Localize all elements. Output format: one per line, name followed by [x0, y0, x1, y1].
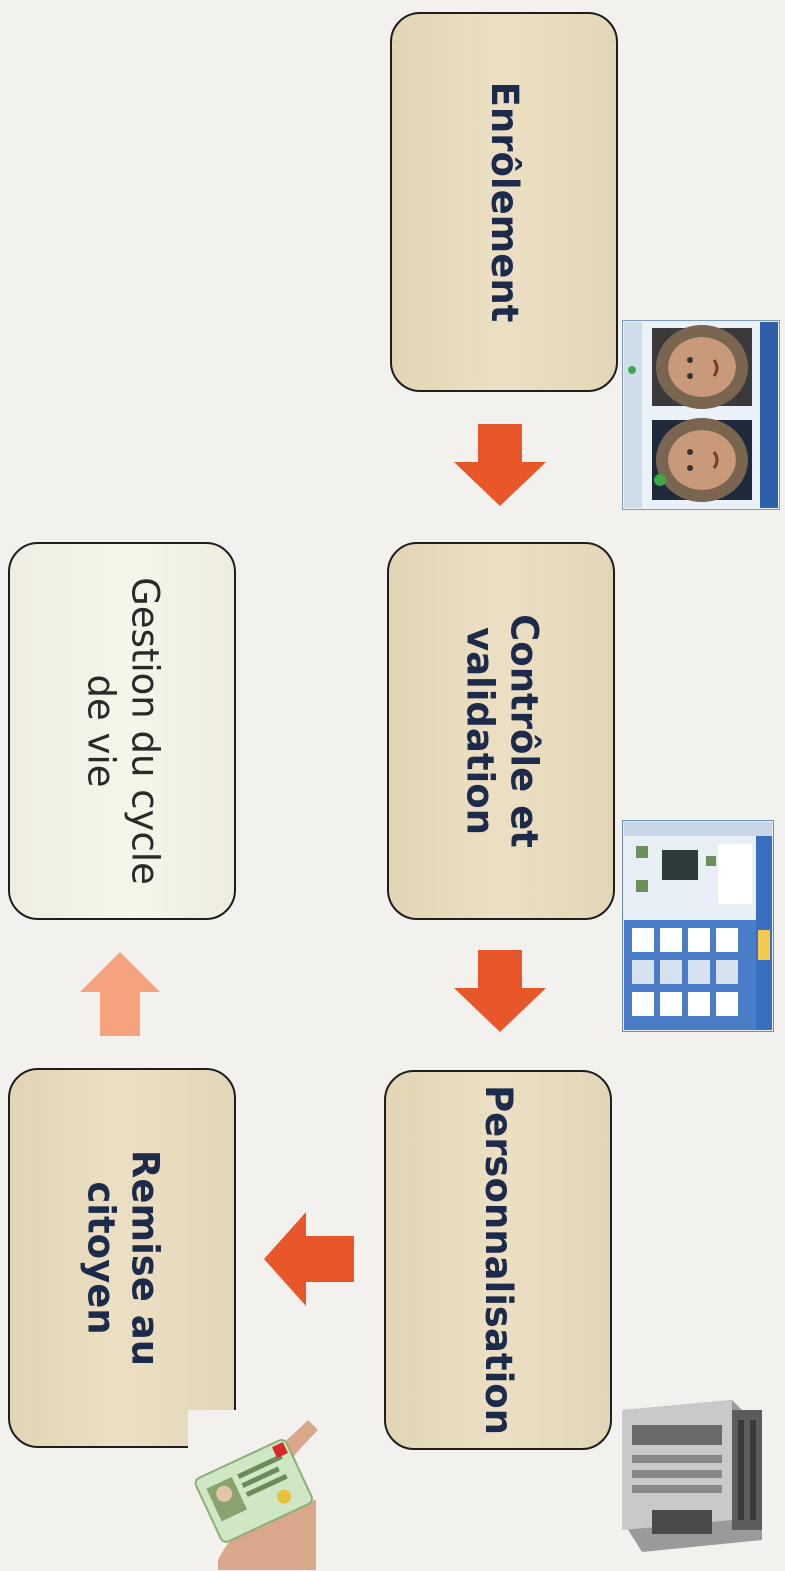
step-controle-label: Contrôle et validation [458, 614, 546, 848]
step-gestion-box: Gestion du cycle de vie [8, 542, 236, 920]
step-personnalisation-box: Personnalisation [384, 1070, 612, 1450]
step-enrolement-box: Enrôlement [390, 12, 618, 392]
arrow-down-2 [454, 950, 546, 1032]
enrollment-face-photos-image [622, 320, 780, 510]
step-controle-box: Contrôle et validation [387, 542, 615, 920]
validation-software-screen-image [622, 820, 774, 1032]
step-remise-label: Remise au citoyen [79, 1149, 167, 1367]
step-personnalisation-label: Personnalisation [477, 1084, 521, 1436]
arrow-up [80, 952, 160, 1036]
step-gestion-label: Gestion du cycle de vie [79, 577, 167, 885]
card-printer-machine-image [612, 1370, 782, 1560]
arrow-down-1 [454, 424, 546, 506]
id-card-in-hand-image [188, 1410, 318, 1570]
step-enrolement-label: Enrôlement [483, 81, 527, 323]
step-remise-box: Remise au citoyen [8, 1068, 236, 1448]
arrow-left [264, 1212, 354, 1306]
